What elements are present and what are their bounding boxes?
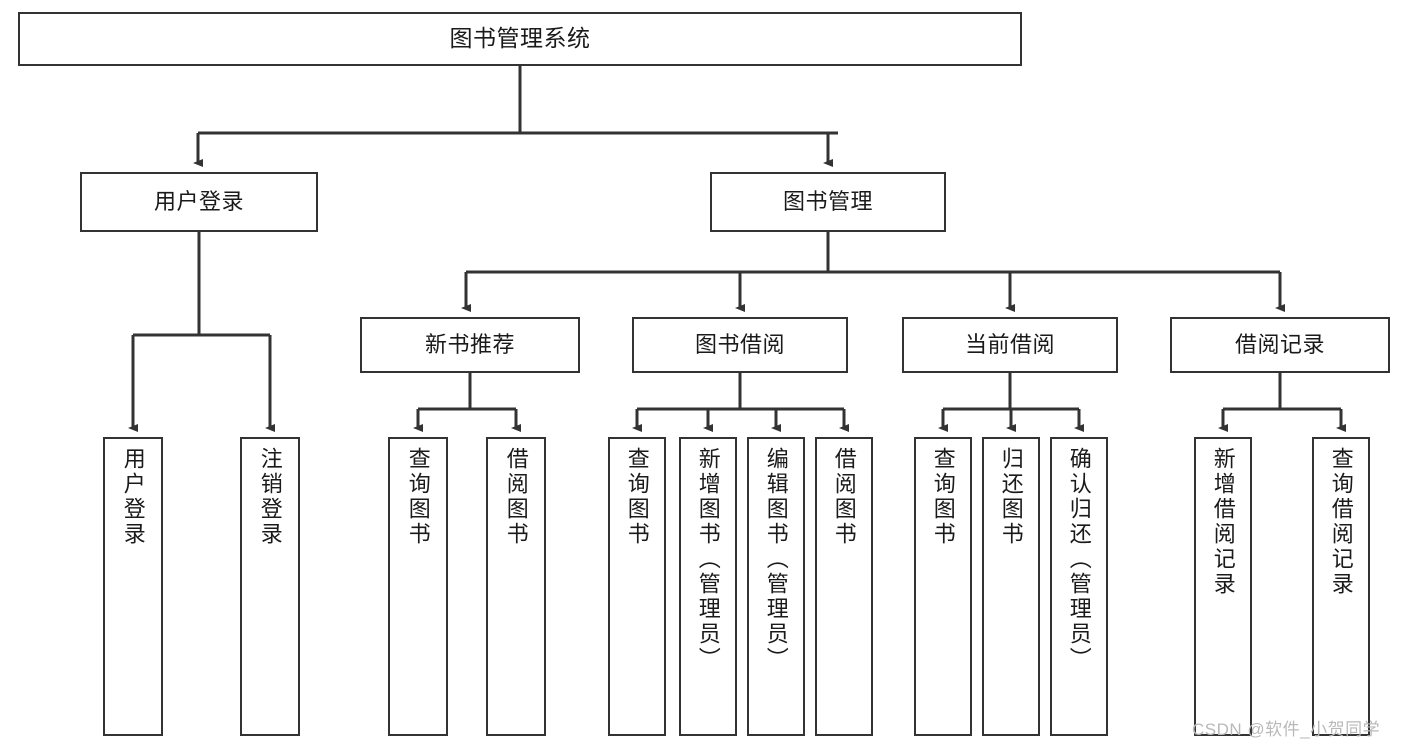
- leaf-return-book[interactable]: 归还图书: [982, 437, 1040, 736]
- node-book-management[interactable]: 图书管理: [710, 172, 946, 232]
- node-label: 借阅图书: [503, 447, 529, 547]
- leaf-borrow-book[interactable]: 借阅图书: [815, 437, 873, 736]
- node-label: 新书推荐: [424, 331, 515, 357]
- node-label: 用户登录: [120, 447, 146, 547]
- leaf-logout[interactable]: 注销登录: [240, 437, 300, 736]
- node-label: 图书管理系统: [449, 25, 591, 52]
- node-label: 借阅图书: [831, 447, 857, 547]
- leaf-confirm-return-admin[interactable]: 确认归还（管理员）: [1050, 437, 1108, 736]
- node-label: 查询图书: [624, 447, 650, 547]
- node-current-borrow[interactable]: 当前借阅: [902, 317, 1118, 373]
- node-label: 查询图书: [405, 447, 431, 547]
- leaf-query-book-current[interactable]: 查询图书: [914, 437, 972, 736]
- node-label: 当前借阅: [964, 331, 1055, 357]
- node-label: 查询图书: [930, 447, 956, 547]
- leaf-query-book-recommend[interactable]: 查询图书: [388, 437, 448, 736]
- node-label: 归还图书: [998, 447, 1024, 547]
- node-label: 借阅记录: [1234, 331, 1325, 357]
- node-user-login[interactable]: 用户登录: [80, 172, 318, 232]
- csdn-watermark: CSDN @软件_小贺同学: [1192, 720, 1381, 739]
- node-root-system[interactable]: 图书管理系统: [18, 12, 1022, 66]
- node-label: 确认归还（管理员）: [1066, 447, 1092, 672]
- node-label: 用户登录: [153, 188, 244, 214]
- node-label: 编辑图书（管理员）: [763, 447, 789, 672]
- node-label: 图书管理: [782, 188, 873, 214]
- node-borrow-record[interactable]: 借阅记录: [1170, 317, 1390, 373]
- leaf-user-login[interactable]: 用户登录: [103, 437, 163, 736]
- node-book-borrow[interactable]: 图书借阅: [632, 317, 848, 373]
- node-label: 图书借阅: [694, 331, 785, 357]
- node-label: 查询借阅记录: [1328, 447, 1354, 597]
- node-label: 新增借阅记录: [1210, 447, 1236, 597]
- leaf-edit-book-admin[interactable]: 编辑图书（管理员）: [747, 437, 805, 736]
- node-label: 注销登录: [257, 447, 283, 547]
- leaf-borrow-book-recommend[interactable]: 借阅图书: [486, 437, 546, 736]
- node-new-book-recommend[interactable]: 新书推荐: [360, 317, 580, 373]
- leaf-query-borrow-record[interactable]: 查询借阅记录: [1312, 437, 1370, 736]
- leaf-query-book-borrow[interactable]: 查询图书: [608, 437, 666, 736]
- node-label: 新增图书（管理员）: [695, 447, 721, 672]
- leaf-add-borrow-record[interactable]: 新增借阅记录: [1194, 437, 1252, 736]
- leaf-add-book-admin[interactable]: 新增图书（管理员）: [679, 437, 737, 736]
